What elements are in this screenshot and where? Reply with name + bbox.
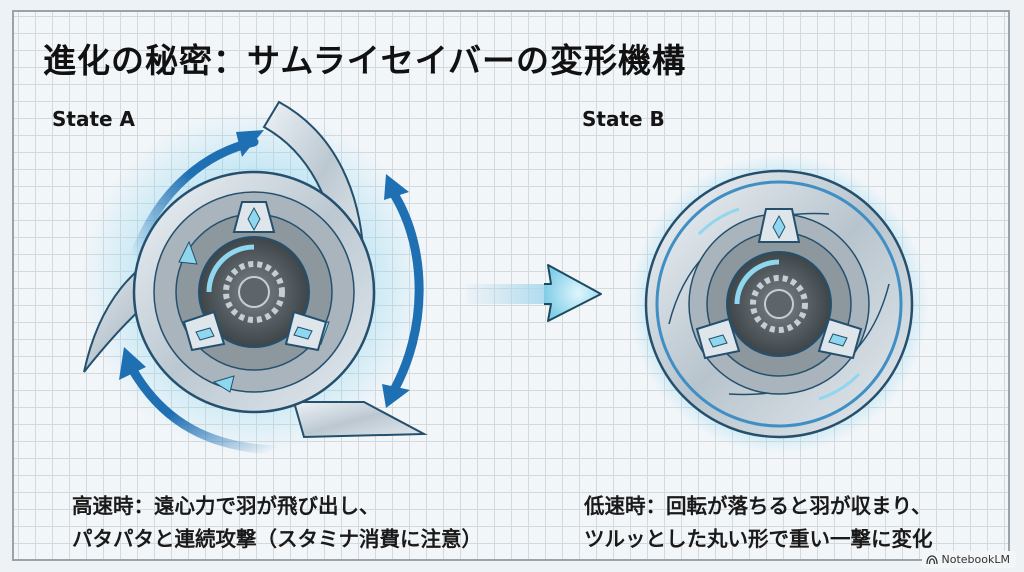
spinning-top-blades-retracted-icon bbox=[629, 154, 929, 454]
state-a-label: State A bbox=[52, 107, 136, 131]
state-a-caption-line1: 高速時：遠心力で羽が飛び出し、 bbox=[72, 494, 380, 518]
rotation-arrow-icon bbox=[119, 347, 279, 455]
right-arrow-icon bbox=[466, 264, 602, 322]
rotation-arrow-icon bbox=[129, 130, 264, 262]
state-a-caption-line2: パタパタと連続攻撃（スタミナ消費に注意） bbox=[72, 527, 482, 551]
state-b-label: State B bbox=[582, 107, 665, 131]
watermark-label: NotebookLM bbox=[941, 553, 1010, 566]
page-title: 進化の秘密：サムライセイバーの変形機構 bbox=[43, 41, 687, 80]
diagram-frame: 進化の秘密：サムライセイバーの変形機構 State A State B bbox=[12, 10, 1010, 561]
state-b-caption: 低速時：回転が落ちると羽が収まり、 ツルッとした丸い形で重い一撃に変化 bbox=[584, 490, 933, 556]
state-b-caption-line2: ツルッとした丸い形で重い一撃に変化 bbox=[584, 527, 933, 551]
spinning-top-blades-extended-icon bbox=[79, 100, 429, 457]
notebooklm-watermark: NotebookLM bbox=[921, 551, 1016, 568]
rotation-arrow-icon bbox=[382, 174, 424, 408]
state-b-caption-line1: 低速時：回転が落ちると羽が収まり、 bbox=[584, 494, 932, 518]
notebooklm-logo-icon bbox=[925, 554, 938, 564]
state-a-caption: 高速時：遠心力で羽が飛び出し、 パタパタと連続攻撃（スタミナ消費に注意） bbox=[72, 490, 482, 556]
